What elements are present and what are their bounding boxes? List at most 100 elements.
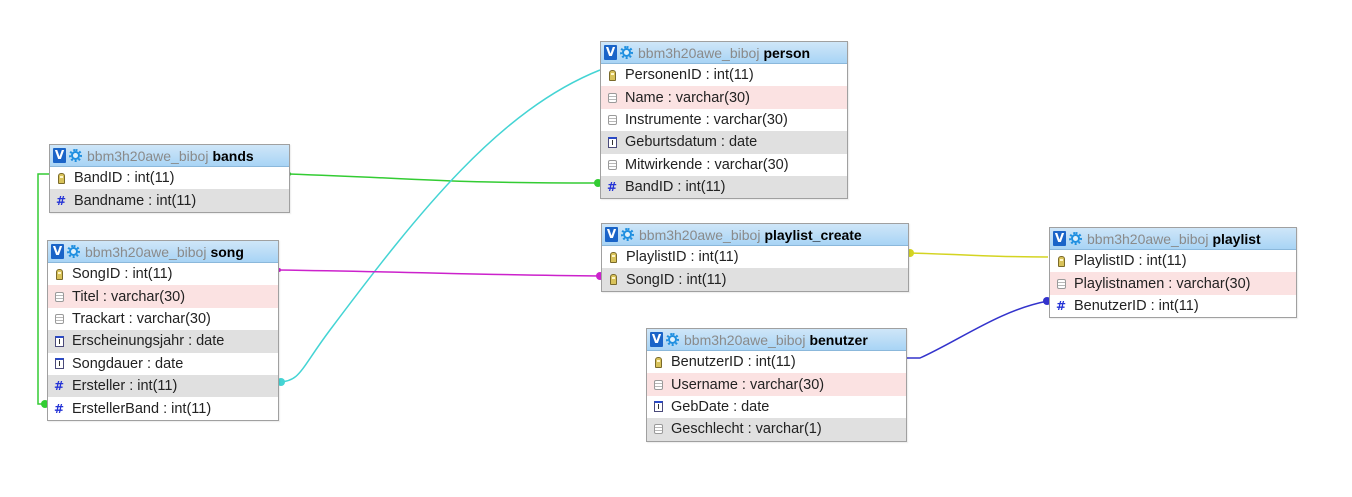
primary-key-icon [1054, 255, 1068, 267]
field-row[interactable]: GebDate : date [647, 396, 906, 418]
field-row[interactable]: SongID : int(11) [602, 268, 908, 291]
collapse-icon[interactable]: V [53, 148, 66, 163]
field-row[interactable]: BandID : int(11) [50, 167, 289, 189]
field-row[interactable]: Geburtsdatum : date [601, 131, 847, 154]
text-icon [605, 159, 619, 170]
table-header[interactable]: V bbm3h20awe_biboj person [601, 42, 847, 64]
table-name: playlist [1212, 230, 1261, 247]
field-row[interactable]: Erscheinungsjahr : date [48, 330, 278, 353]
gear-icon[interactable] [69, 149, 82, 162]
date-icon [52, 358, 66, 370]
schema-name: bbm3h20awe_biboj [1087, 230, 1209, 247]
field-row[interactable]: BenutzerID : int(11) [647, 351, 906, 373]
text-icon [651, 424, 665, 435]
field-row[interactable]: # Ersteller : int(11) [48, 374, 278, 398]
field-row[interactable]: Instrumente : varchar(30) [601, 109, 847, 131]
table-name: benutzer [809, 331, 868, 348]
schema-name: bbm3h20awe_biboj [639, 226, 761, 243]
field-row[interactable]: Titel : varchar(30) [48, 285, 278, 308]
field-row[interactable]: PlaylistID : int(11) [1050, 250, 1296, 272]
schema-name: bbm3h20awe_biboj [87, 147, 209, 164]
field-label: Bandname : int(11) [74, 192, 197, 209]
field-row[interactable]: SongID : int(11) [48, 263, 278, 285]
field-row[interactable]: # ErstellerBand : int(11) [48, 397, 278, 419]
field-label: ErstellerBand : int(11) [72, 400, 212, 417]
gear-icon[interactable] [666, 333, 679, 346]
field-label: Playlistnamen : varchar(30) [1074, 275, 1251, 292]
collapse-icon[interactable]: V [51, 244, 64, 259]
number-icon: # [1055, 298, 1067, 313]
number-icon: # [606, 180, 618, 195]
field-row[interactable]: # BenutzerID : int(11) [1050, 295, 1296, 317]
date-icon [52, 335, 66, 347]
field-label: PersonenID : int(11) [625, 67, 754, 84]
collapse-icon[interactable]: V [1053, 231, 1066, 246]
field-row[interactable]: PersonenID : int(11) [601, 64, 847, 86]
field-label: Erscheinungsjahr : date [72, 333, 225, 350]
table-header[interactable]: V bbm3h20awe_biboj playlist_create [602, 224, 908, 246]
table-name: person [763, 44, 811, 61]
relation-benutzer-playlist [906, 300, 1049, 359]
primary-key-icon [52, 268, 66, 280]
field-row[interactable]: Geschlecht : varchar(1) [647, 418, 906, 441]
field-label: SongID : int(11) [72, 266, 173, 283]
field-label: PlaylistID : int(11) [1074, 253, 1187, 270]
collapse-icon[interactable]: V [604, 45, 617, 60]
number-icon: # [55, 193, 67, 208]
field-row[interactable]: Name : varchar(30) [601, 86, 847, 109]
text-icon [605, 92, 619, 103]
text-icon [1054, 278, 1068, 289]
primary-key-icon [606, 251, 620, 263]
relation-playlist-create-playlist [907, 252, 1049, 258]
table-person[interactable]: V bbm3h20awe_biboj person PersonenID : i… [600, 41, 848, 200]
date-icon [605, 136, 619, 148]
gear-icon[interactable] [621, 228, 634, 241]
text-icon [605, 114, 619, 125]
gear-icon[interactable] [620, 46, 633, 59]
text-icon [52, 291, 66, 302]
table-header[interactable]: V bbm3h20awe_biboj bands [50, 145, 289, 167]
field-label: PlaylistID : int(11) [626, 249, 739, 266]
field-row[interactable]: Trackart : varchar(30) [48, 308, 278, 330]
field-row[interactable]: Songdauer : date [48, 353, 278, 375]
primary-key-icon [651, 356, 665, 368]
schema-name: bbm3h20awe_biboj [638, 44, 760, 61]
field-row[interactable]: Username : varchar(30) [647, 373, 906, 396]
gear-icon[interactable] [67, 245, 80, 258]
collapse-icon[interactable]: V [650, 332, 663, 347]
text-icon [52, 313, 66, 324]
table-playlist-create[interactable]: V bbm3h20awe_biboj playlist_create Playl… [601, 223, 909, 292]
field-label: Geschlecht : varchar(1) [671, 421, 822, 438]
table-header[interactable]: V bbm3h20awe_biboj song [48, 241, 278, 263]
field-label: Songdauer : date [72, 355, 184, 372]
field-label: BenutzerID : int(11) [671, 354, 796, 371]
field-row[interactable]: PlaylistID : int(11) [602, 246, 908, 268]
field-label: BenutzerID : int(11) [1074, 297, 1199, 314]
field-row[interactable]: Playlistnamen : varchar(30) [1050, 272, 1296, 295]
field-row[interactable]: Mitwirkende : varchar(30) [601, 154, 847, 176]
collapse-icon[interactable]: V [605, 227, 618, 242]
relation-song-person [277, 69, 601, 383]
field-label: SongID : int(11) [626, 271, 727, 288]
field-label: Trackart : varchar(30) [72, 310, 211, 327]
field-row[interactable]: # BandID : int(11) [601, 175, 847, 199]
date-icon [651, 401, 665, 413]
table-benutzer[interactable]: V bbm3h20awe_biboj benutzer BenutzerID :… [646, 328, 907, 442]
field-label: Ersteller : int(11) [72, 378, 178, 395]
schema-name: bbm3h20awe_biboj [85, 243, 207, 260]
table-bands[interactable]: V bbm3h20awe_biboj bands BandID : int(11… [49, 144, 290, 213]
table-playlist[interactable]: V bbm3h20awe_biboj playlist PlaylistID :… [1049, 227, 1297, 319]
table-song[interactable]: V bbm3h20awe_biboj song SongID : int(11)… [47, 240, 279, 421]
number-icon: # [53, 401, 65, 416]
text-icon [651, 379, 665, 390]
field-row[interactable]: # Bandname : int(11) [50, 189, 289, 212]
field-label: GebDate : date [671, 398, 770, 415]
gear-icon[interactable] [1069, 232, 1082, 245]
primary-key-icon [54, 172, 68, 184]
table-header[interactable]: V bbm3h20awe_biboj benutzer [647, 329, 906, 351]
table-name: bands [212, 147, 254, 164]
number-icon: # [53, 379, 65, 394]
field-label: Instrumente : varchar(30) [625, 111, 788, 128]
field-label: BandID : int(11) [625, 179, 726, 196]
table-header[interactable]: V bbm3h20awe_biboj playlist [1050, 228, 1296, 250]
